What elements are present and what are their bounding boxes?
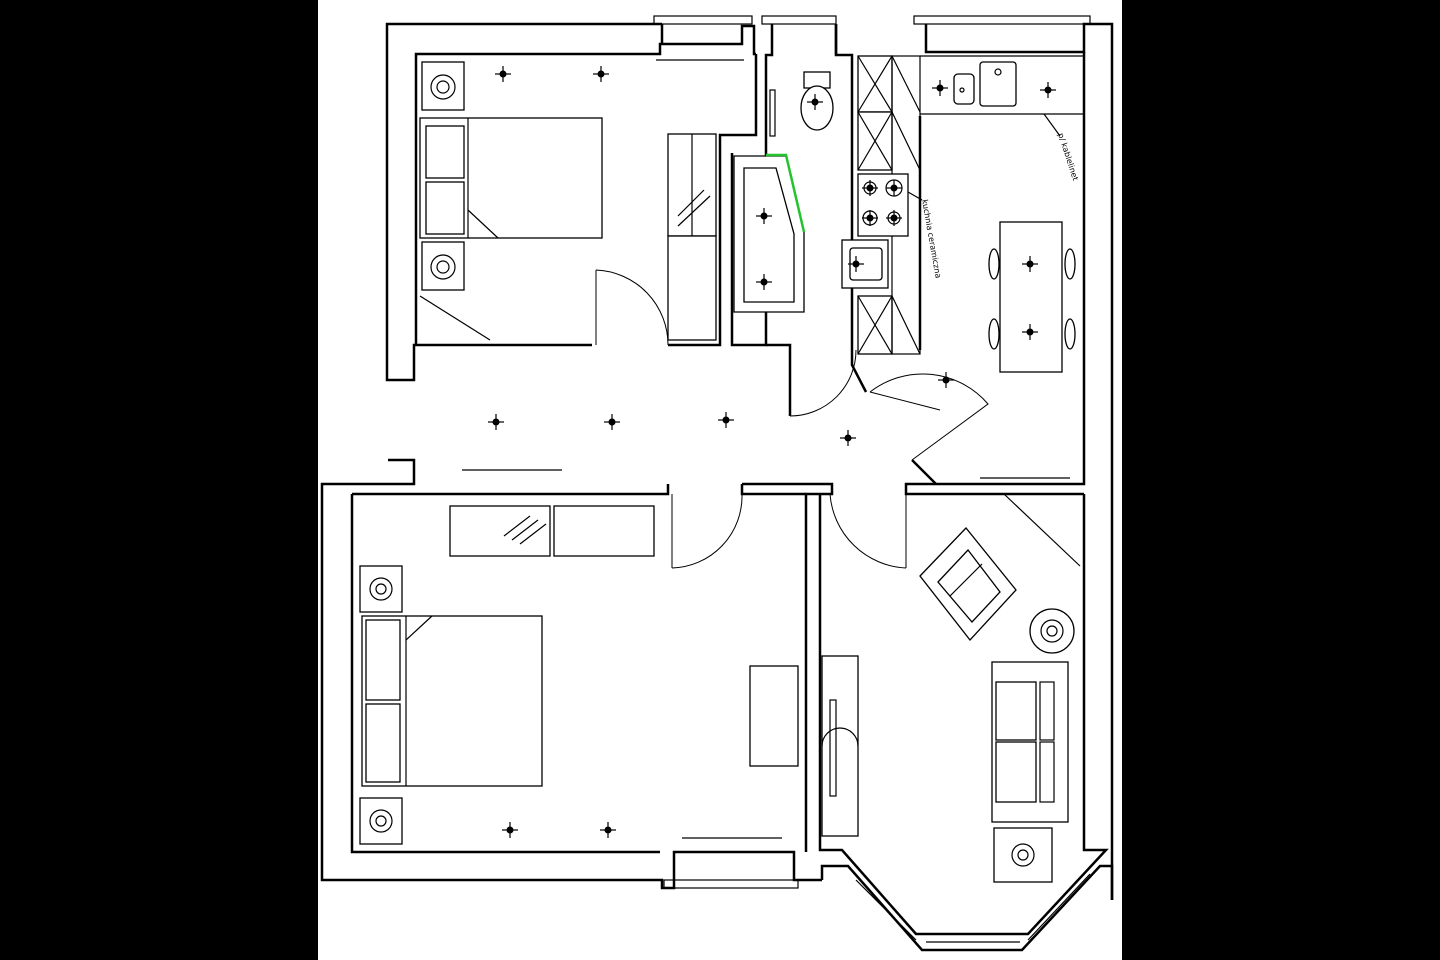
kitchen-wall-note: p/ kablelinet <box>1056 132 1080 182</box>
ceiling-light-icon <box>502 822 518 838</box>
wardrobe <box>667 133 717 341</box>
bedroom-top <box>419 61 717 341</box>
ceiling-light-icon <box>756 274 772 290</box>
double-bed-icon <box>419 117 603 239</box>
ceiling-light-icon <box>848 256 864 272</box>
desk <box>749 665 799 767</box>
double-bed-icon <box>361 615 543 787</box>
ceiling-light-icon <box>600 822 616 838</box>
tv-unit <box>821 655 859 837</box>
ceiling-light-icon <box>807 94 823 110</box>
ceiling-light-icon <box>862 210 878 226</box>
doors <box>595 269 989 569</box>
nightstand-lamp-icon <box>421 61 465 111</box>
nightstand-lamp-icon <box>1029 608 1075 654</box>
ceiling-light-icon <box>488 414 504 430</box>
toilet-icon <box>800 71 834 131</box>
ceiling-light-icon <box>932 80 948 96</box>
ceiling-light-icon <box>604 414 620 430</box>
ceiling-light-icon <box>1022 256 1038 272</box>
kitchen: p/ kablelinet kuchnia ceramiczna <box>841 55 1084 373</box>
nightstand-lamp-icon <box>421 241 465 291</box>
ceiling-light-icon <box>840 430 856 446</box>
nightstand-lamp-icon <box>359 797 403 845</box>
bedroom-bottom <box>359 505 799 845</box>
kitchen-cabinets <box>857 55 1084 355</box>
bathtub-icon <box>733 153 806 313</box>
nightstand-lamp-icon <box>359 565 403 613</box>
sink-icon <box>953 61 1017 107</box>
ceiling-lights <box>488 66 1056 838</box>
armchair-icon <box>919 527 1017 642</box>
ceiling-light-icon <box>886 210 902 226</box>
ceiling-light-icon <box>938 372 954 388</box>
ceiling-light-icon <box>1022 324 1038 340</box>
ceiling-light-icon <box>718 412 734 428</box>
ceiling-light-icon <box>1040 82 1056 98</box>
nightstand-lamp-icon <box>993 827 1053 883</box>
living-room <box>821 493 1081 883</box>
ceiling-light-icon <box>886 180 902 196</box>
windows <box>462 15 1091 943</box>
ceiling-light-icon <box>862 180 878 196</box>
ceiling-light-icon <box>495 66 511 82</box>
hob-icon <box>857 173 909 237</box>
ceiling-light-icon <box>756 208 772 224</box>
ceiling-light-icon <box>593 66 609 82</box>
bathroom <box>733 71 834 313</box>
dining-table-icon <box>988 221 1076 373</box>
hob-note: kuchnia ceramiczna <box>920 199 943 279</box>
wardrobe <box>449 505 655 557</box>
sofa-icon <box>991 661 1069 823</box>
